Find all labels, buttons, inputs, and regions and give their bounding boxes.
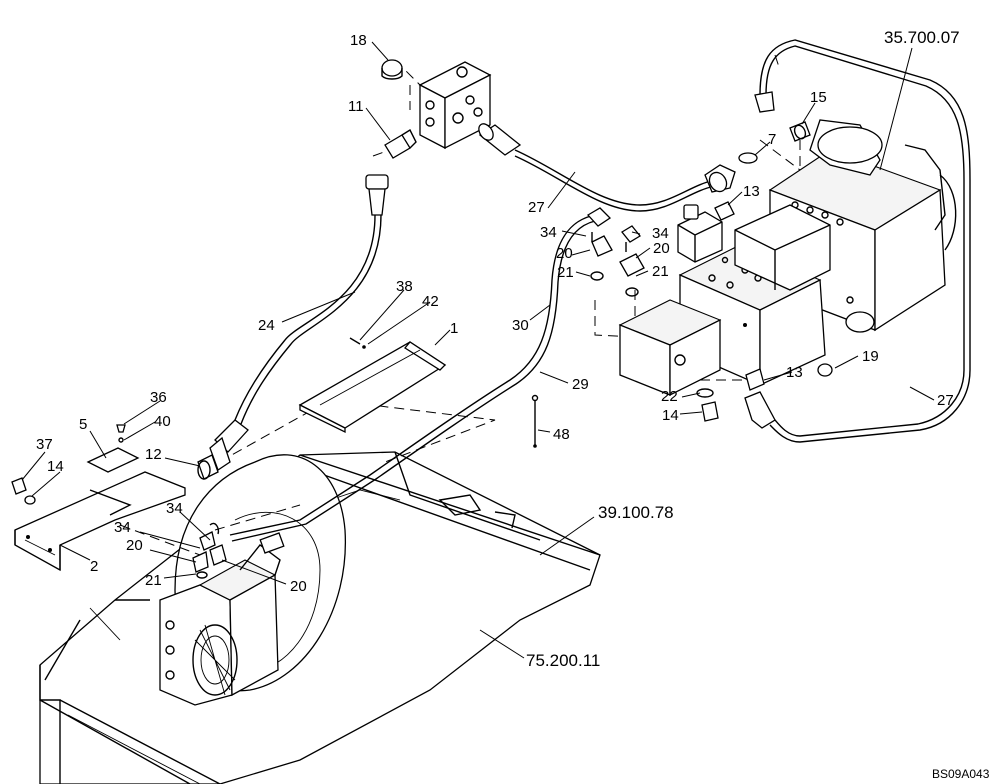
callout-13-lower: 13	[786, 364, 803, 381]
callout-24: 24	[258, 317, 275, 334]
elbow-27-right	[704, 164, 736, 193]
callout-29: 29	[572, 376, 589, 393]
callout-40: 40	[154, 413, 171, 430]
shield-plate-1	[298, 341, 447, 434]
callout-34-mid-right: 34	[652, 225, 669, 242]
callout-34-lower-b: 34	[114, 519, 131, 536]
hose-end-top-24	[365, 174, 389, 216]
callout-42: 42	[422, 293, 439, 310]
callout-21-mid-right: 21	[652, 263, 669, 280]
plug-18	[381, 59, 403, 80]
callout-38: 38	[396, 278, 413, 295]
pin-48	[531, 394, 539, 448]
callout-36: 36	[150, 389, 167, 406]
callout-20-mid-left: 20	[556, 245, 573, 262]
callout-21-lower: 21	[145, 572, 162, 589]
callout-19: 19	[862, 348, 879, 365]
callout-18: 18	[350, 32, 367, 49]
callout-12: 12	[145, 446, 162, 463]
ref-label-35-700-07: 35.700.07	[884, 28, 960, 47]
hose-lines	[229, 39, 971, 542]
reference-labels: 35.700.07 39.100.78 75.200.11 BS09A043	[526, 28, 990, 781]
hose-end-27-left	[478, 123, 522, 156]
ref-label-75-200-11: 75.200.11	[526, 651, 600, 670]
callout-1: 1	[450, 320, 458, 337]
callout-34-mid-left: 34	[540, 224, 557, 241]
bolt-37-washer-14	[11, 477, 36, 505]
callout-27-right: 27	[937, 392, 954, 409]
callout-5: 5	[79, 416, 87, 433]
hose-end-bottom-24	[209, 419, 249, 471]
callout-27-upper: 27	[528, 199, 545, 216]
lower-fittings	[192, 522, 227, 579]
plate-5	[86, 447, 140, 473]
callout-48: 48	[553, 426, 570, 443]
drive-motor	[159, 532, 285, 706]
leader-lines	[21, 41, 935, 659]
part-callouts: 1 2 5 7 11 12 13 13 14 14 15 18 19 20 20…	[36, 32, 954, 595]
ref-label-39-100-78: 39.100.78	[598, 503, 674, 522]
drawing-code: BS09A043	[932, 767, 990, 781]
callout-34-lower-a: 34	[166, 500, 183, 517]
callout-21-mid-left: 21	[557, 264, 574, 281]
fitting-11	[384, 128, 417, 159]
callout-14-right: 14	[662, 407, 679, 424]
callout-14-left: 14	[47, 458, 64, 475]
callout-20-lower-left: 20	[126, 537, 143, 554]
callout-7: 7	[768, 131, 776, 148]
callout-30: 30	[512, 317, 529, 334]
screw-38-washer-42	[349, 337, 366, 349]
fitting-12	[197, 454, 219, 480]
screw-36-nut-40	[116, 424, 126, 443]
callout-37: 37	[36, 436, 53, 453]
bracket-2	[14, 471, 186, 572]
callout-20-lower-right: 20	[290, 578, 307, 595]
hydraulic-pump-assembly	[618, 91, 957, 429]
callout-20-mid-right: 20	[653, 240, 670, 257]
mid-fittings	[586, 207, 645, 297]
callout-22: 22	[661, 388, 678, 405]
callout-2: 2	[90, 558, 98, 575]
callout-15: 15	[810, 89, 827, 106]
callout-13-upper: 13	[743, 183, 760, 200]
callout-11: 11	[348, 98, 364, 115]
